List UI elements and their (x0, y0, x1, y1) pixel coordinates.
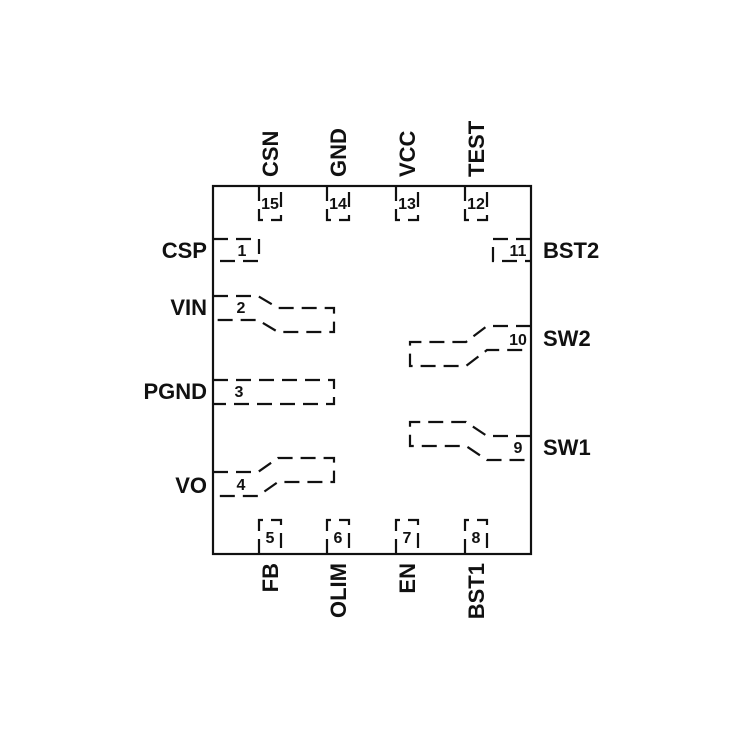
pin-name-test: TEST (464, 120, 489, 177)
pin-name-vcc: VCC (395, 130, 420, 177)
pin-number-1: 1 (238, 243, 247, 260)
pin-name-olim: OLIM (326, 563, 351, 618)
pin-number-7: 7 (403, 530, 412, 547)
pin-number-8: 8 (472, 530, 481, 547)
pin-number-12: 12 (467, 196, 485, 213)
bottom-pin-names: FB OLIM EN BST1 (258, 563, 489, 619)
pad-11 (491, 237, 531, 263)
pin-number-11: 11 (510, 243, 527, 260)
pin-number-10: 10 (509, 332, 527, 349)
right-pin-names: BST2 SW2 SW1 (543, 238, 599, 460)
pin-number-13: 13 (398, 196, 416, 213)
pin-name-en: EN (395, 563, 420, 594)
pin-name-vo: VO (175, 473, 207, 498)
pad-6 (325, 518, 351, 554)
pin-name-fb: FB (258, 563, 283, 592)
pin-name-sw2: SW2 (543, 326, 591, 351)
pin-number-14: 14 (329, 196, 347, 213)
pad-3 (213, 378, 336, 406)
pad-outlines (213, 186, 531, 554)
pad-5 (257, 518, 283, 554)
pin-number-2: 2 (237, 300, 246, 317)
pin-numbers: 15 14 13 12 1 11 2 10 3 9 4 5 6 7 8 (235, 196, 527, 547)
pad-1 (213, 237, 261, 263)
package-body (211, 184, 533, 556)
pin-name-gnd: GND (326, 128, 351, 177)
pin-number-4: 4 (237, 477, 246, 494)
pad-7 (394, 518, 420, 554)
top-pin-names: CSN GND VCC TEST (258, 120, 489, 177)
pin-number-6: 6 (334, 530, 343, 547)
left-pin-names: CSP VIN PGND VO (143, 238, 207, 498)
pin-name-vin: VIN (170, 295, 207, 320)
pad-14 (325, 186, 351, 222)
pin-name-sw1: SW1 (543, 435, 591, 460)
pin-name-csp: CSP (162, 238, 207, 263)
pad-12 (463, 186, 489, 222)
pad-4 (213, 456, 336, 498)
pin-name-bst1: BST1 (464, 563, 489, 619)
pin-number-3: 3 (235, 384, 244, 401)
pad-2 (213, 294, 336, 334)
pad-8 (463, 518, 489, 554)
pad-15 (257, 186, 283, 222)
pin-name-pgnd: PGND (143, 379, 207, 404)
pin-name-csn: CSN (258, 131, 283, 177)
pin-number-15: 15 (261, 196, 279, 213)
pin-name-bst2: BST2 (543, 238, 599, 263)
pin-number-5: 5 (266, 530, 275, 547)
pad-9 (408, 420, 531, 462)
pad-13 (394, 186, 420, 222)
pin-number-9: 9 (514, 440, 523, 457)
pad-10 (408, 324, 531, 368)
